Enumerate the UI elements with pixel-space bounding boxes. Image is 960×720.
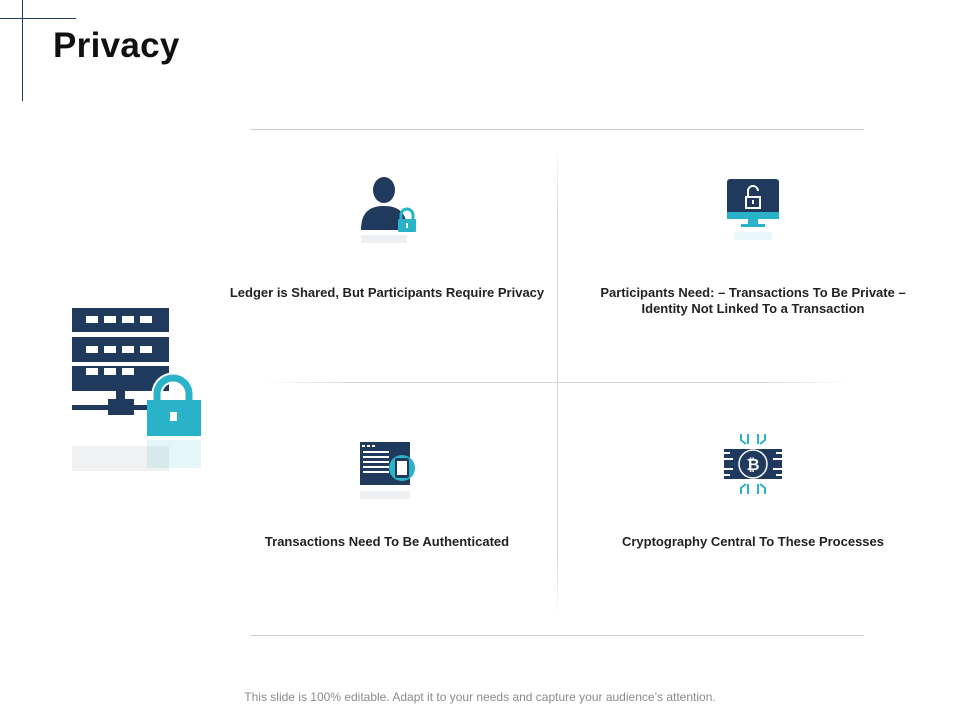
bottom-rule bbox=[250, 635, 864, 636]
user-lock-icon bbox=[361, 177, 416, 243]
cell-text-ledger: Ledger is Shared, But Participants Requi… bbox=[229, 285, 545, 300]
bitcoin-circuit-icon: ₿ bbox=[724, 434, 782, 494]
svg-text:₿: ₿ bbox=[746, 455, 759, 474]
monitor-unlock-icon bbox=[727, 179, 779, 240]
corner-accent-vertical bbox=[22, 0, 23, 101]
server-phone-icon bbox=[360, 442, 415, 499]
server-lock-icon bbox=[72, 308, 201, 471]
cell-text-transactions: Transactions Need To Be Authenticated bbox=[264, 534, 510, 549]
footer-note: This slide is 100% editable. Adapt it to… bbox=[244, 690, 716, 704]
corner-accent-horizontal bbox=[0, 18, 76, 19]
cell-text-cryptography: Cryptography Central To These Processes bbox=[621, 534, 884, 549]
cell-text-participants: Participants Need: – Transactions To Be … bbox=[600, 285, 906, 316]
page-title: Privacy bbox=[53, 26, 180, 65]
top-rule bbox=[250, 129, 864, 130]
horizontal-divider bbox=[262, 382, 852, 383]
